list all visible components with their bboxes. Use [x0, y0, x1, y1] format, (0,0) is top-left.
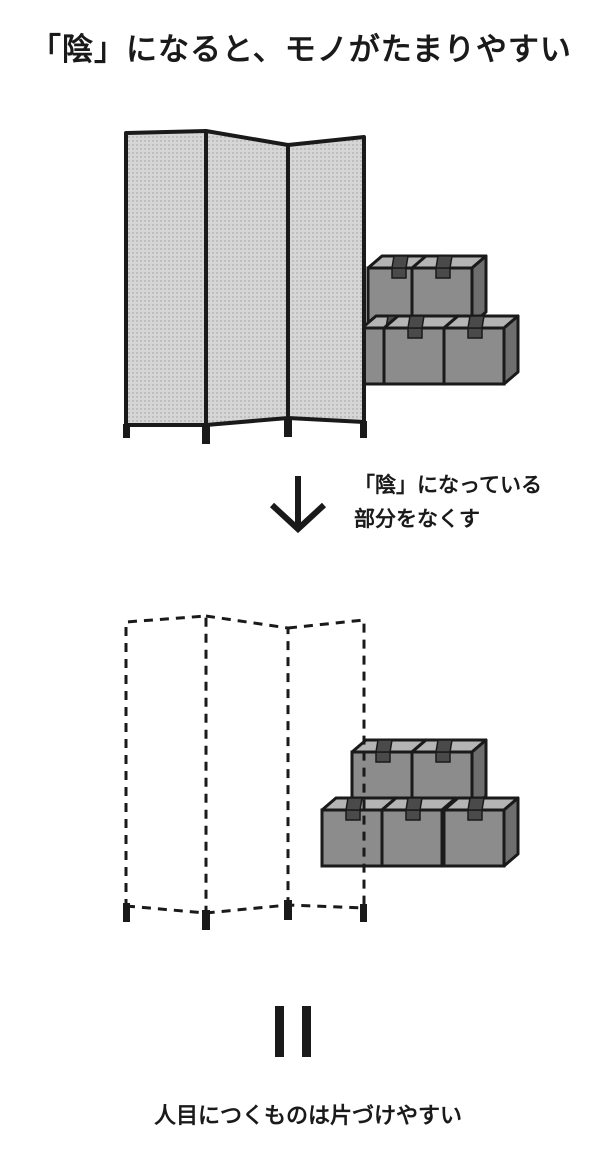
down-arrow-icon [269, 476, 327, 534]
boxes-visible [320, 738, 520, 868]
screen-feet [123, 900, 367, 930]
conclusion-text: 人目につくものは片づけやすい [153, 1104, 462, 1129]
page-title: 「陰」になると、モノがたまりやすい [30, 32, 572, 68]
caption-line-2: 部分をなくす [354, 507, 480, 531]
caption: 「陰」になっている 部分をなくす [354, 468, 604, 536]
folding-screen [123, 129, 367, 444]
caption-line-1: 「陰」になっている [354, 473, 542, 497]
vertical-equals-icon [275, 1006, 311, 1057]
boxes-hidden [360, 254, 520, 386]
folding-screen-removed [124, 614, 366, 915]
